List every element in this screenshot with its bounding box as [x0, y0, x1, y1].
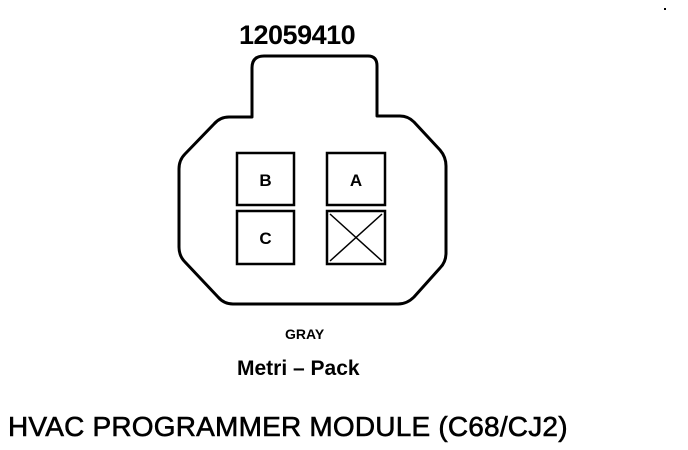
connector-body-outline [177, 54, 448, 306]
module-title: HVAC PROGRAMMER MODULE (C68/CJ2) [8, 411, 568, 442]
connector-color-label: GRAY [285, 326, 325, 342]
cavity-c [235, 209, 296, 266]
cavity-c-label: C [259, 229, 271, 248]
connector-series-label: Metri – Pack [237, 357, 360, 380]
blank-cavity [325, 209, 387, 266]
cavity-a [325, 151, 387, 207]
part-number: 12059410 [239, 20, 356, 50]
cavity-b [235, 151, 296, 207]
cavity-b-label: B [259, 171, 271, 190]
cavity-a-label: A [350, 171, 362, 190]
edge-mark [664, 8, 666, 10]
blank-cavity-cross-2 [329, 213, 383, 262]
